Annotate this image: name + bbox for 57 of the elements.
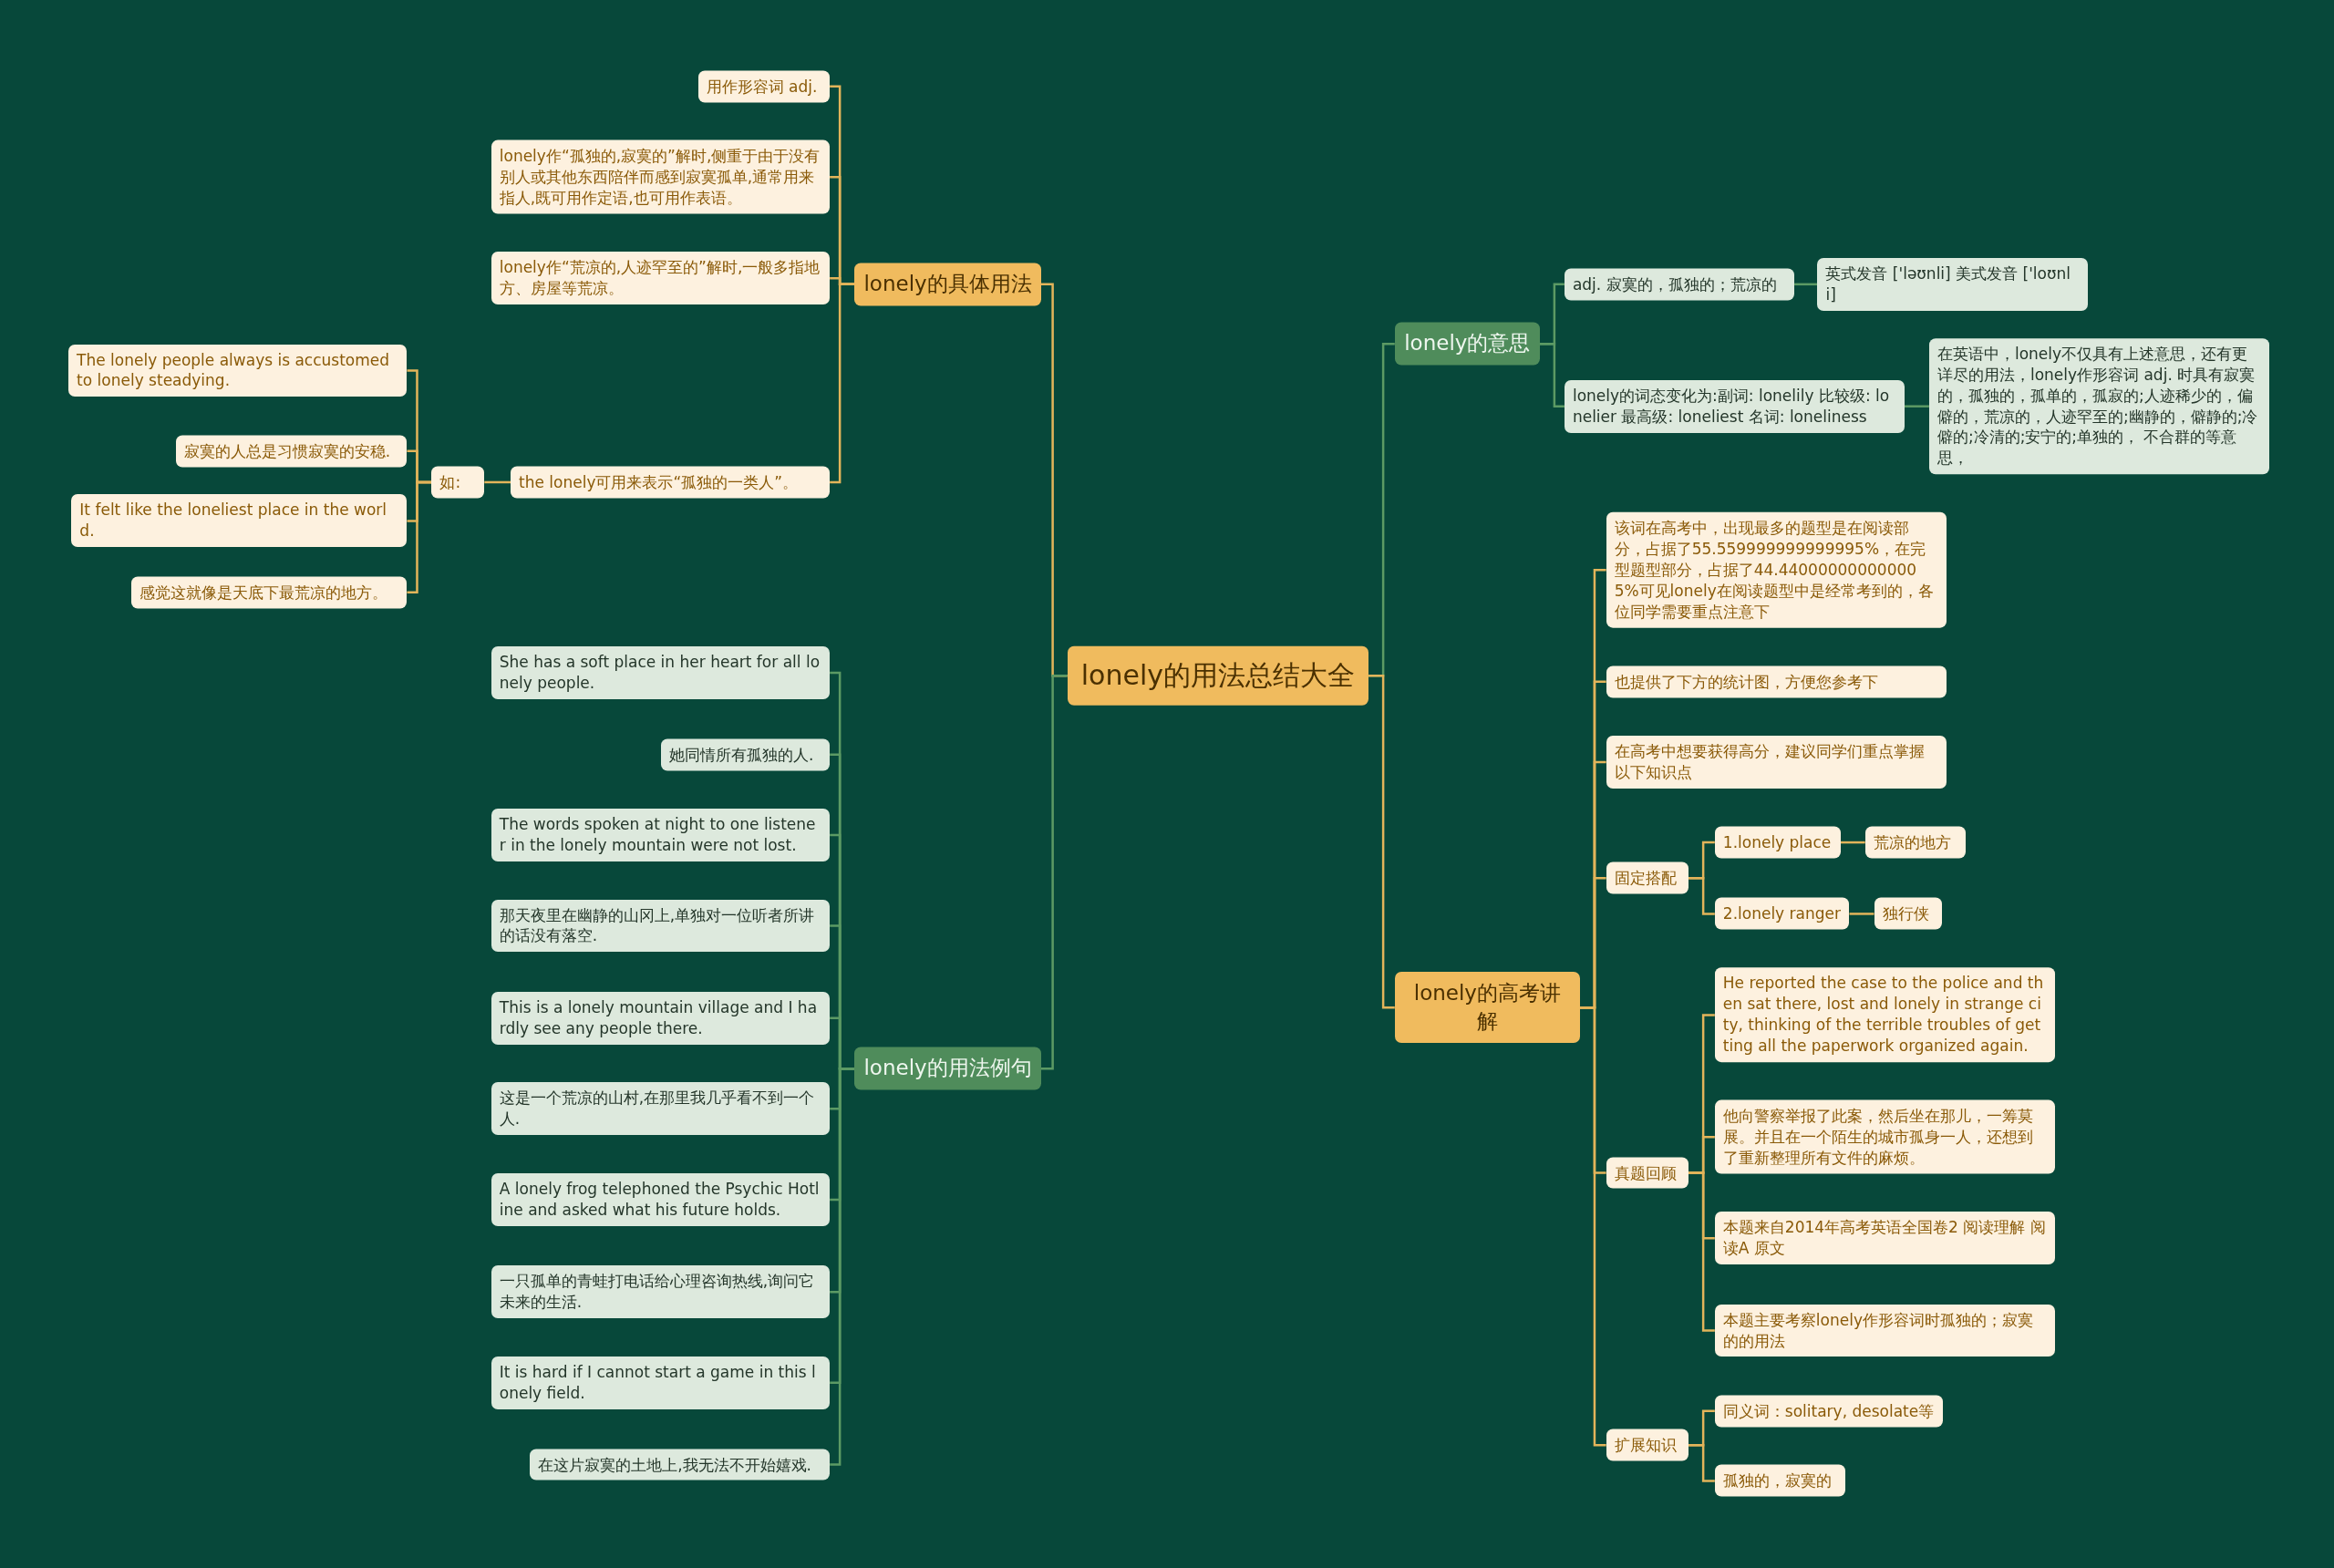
topic-box: 她同情所有孤独的人. [660,738,831,771]
connector-line [1849,913,1874,915]
connector-line [1368,674,1395,1009]
topic-box: She has a soft place in her heart for all lonely people. [491,646,831,699]
topic-box: 他向警察举报了此案，然后坐在那儿，一筹莫展。并且在一个陌生的城市孤身一人，还想到了重新整理所有文件的麻烦。 [1714,1099,2055,1174]
topic-box: 2.lonely ranger [1714,897,1850,930]
topic-box: 独行侠 [1874,897,1942,930]
topic-box: 寂寞的人总是习惯寂寞的安稳. [175,435,408,468]
topic-box: 荒凉的地方 [1864,826,1966,859]
connector-line [1904,405,1929,407]
connector-line [1539,342,1565,407]
topic-box: 本题主要考察lonely作形容词时孤独的；寂寞的的用法 [1714,1304,2055,1357]
topic-box: 在这片寂寞的土地上,我无法不开始嬉戏. [530,1449,831,1480]
topic-box: This is a lonely mountain village and I hardly see any people there. [491,991,831,1045]
branch-topic: lonely的高考讲解 [1394,972,1580,1044]
topic-box: 扩展知识 [1606,1429,1689,1461]
topic-box: lonely作“孤独的,寂寞的”解时,侧重于由于没有别人或其他东西陪伴而感到寂寞孤单,通常用来指人,既可用作定语,也可用作表语。 [491,139,831,214]
branch-topic: lonely的用法例句 [854,1047,1041,1090]
topic-box: the lonely可用来表示“孤独的一类人”。 [511,466,831,499]
topic-box: 真题回顾 [1606,1157,1689,1189]
connector-line [830,283,855,484]
central-topic: lonely的用法总结大全 [1067,645,1369,706]
connector-line [407,480,432,594]
connector-line [1689,877,1715,915]
topic-box: 如: [431,466,485,499]
topic-box: 那天夜里在幽静的山冈上,单独对一位听者所讲的话没有落空. [491,899,831,953]
topic-box: 也提供了下方的统计图，方便您参考下 [1606,665,1947,698]
topic-box: 孤独的，寂寞的 [1714,1465,1845,1497]
topic-box: lonely作“荒凉的,人迹罕至的”解时,一般多指地方、房屋等荒凉。 [491,252,831,305]
topic-box: 在高考中想要获得高分，建议同学们重点掌握以下知识点 [1606,735,1947,789]
topic-box: 一只孤单的青蛙打电话给心理咨询热线,询问它未来的生活. [491,1265,831,1319]
topic-box: The words spoken at night to one listener in the lonely mountain were not lost. [491,808,831,861]
topic-box: lonely的词态变化为:副词: lonelily 比较级: lonelier 最高级: loneliest 名词: loneliness [1564,379,1905,433]
topic-box: 英式发音 ['ləʊnli] 美式发音 ['loʊnli] [1817,257,2088,311]
topic-box: 本题来自2014年高考英语全国卷2 阅读理解 阅读A 原文 [1714,1212,2055,1265]
topic-box: adj. 寂寞的，孤独的；荒凉的 [1564,268,1795,301]
connector-line [1794,283,1818,286]
topic-box: 这是一个荒凉的山村,在那里我几乎看不到一个人. [491,1082,831,1136]
topic-box: 固定搭配 [1606,861,1689,894]
connector-line [484,480,511,484]
connector-line [1040,674,1068,1070]
topic-box: The lonely people always is accustomed to lonely steadying. [68,344,408,397]
topic-box: A lonely frog telephoned the Psychic Hotline and asked what his future holds. [491,1172,831,1226]
branch-topic: lonely的意思 [1394,322,1540,366]
topic-box: 在英语中，lonely不仅具有上述意思，还有更详尽的用法，lonely作形容词 adj. 时具有寂寞的，孤独的，孤单的，孤寂的;人迹稀少的，偏僻的，荒凉的，人迹罕至的;幽静的，僻静的;冷僻的;冷清的;安宁的;单独的， 不合群的等意思， [1928,337,2269,475]
topic-box: 该词在高考中，出现最多的题型是在阅读部分，占据了55.559999999999995%，在完型题型部分，占据了44.440000000000005%可见lonely在阅读题型中是经常考到的，各位同学需要重点注意下 [1606,511,1947,628]
topic-box: 1.lonely place [1714,826,1841,859]
connector-line [1689,1444,1715,1482]
topic-box: He reported the case to the police and then sat there, lost and lonely in strange city, thinking of the terrible troubles of getting all the paperwork organized again. [1714,967,2055,1063]
branch-topic: lonely的具体用法 [854,263,1041,306]
connector-line [1689,1171,1715,1332]
topic-box: 感觉这就像是天底下最荒凉的地方。 [130,576,408,609]
topic-box: 同义词：solitary, desolate等 [1714,1395,1944,1428]
connector-line [1840,841,1865,844]
topic-box: It is hard if I cannot start a game in this lonely field. [491,1356,831,1409]
topic-box: 用作形容词 adj. [697,70,831,103]
topic-box: It felt like the loneliest place in the world. [71,494,408,548]
